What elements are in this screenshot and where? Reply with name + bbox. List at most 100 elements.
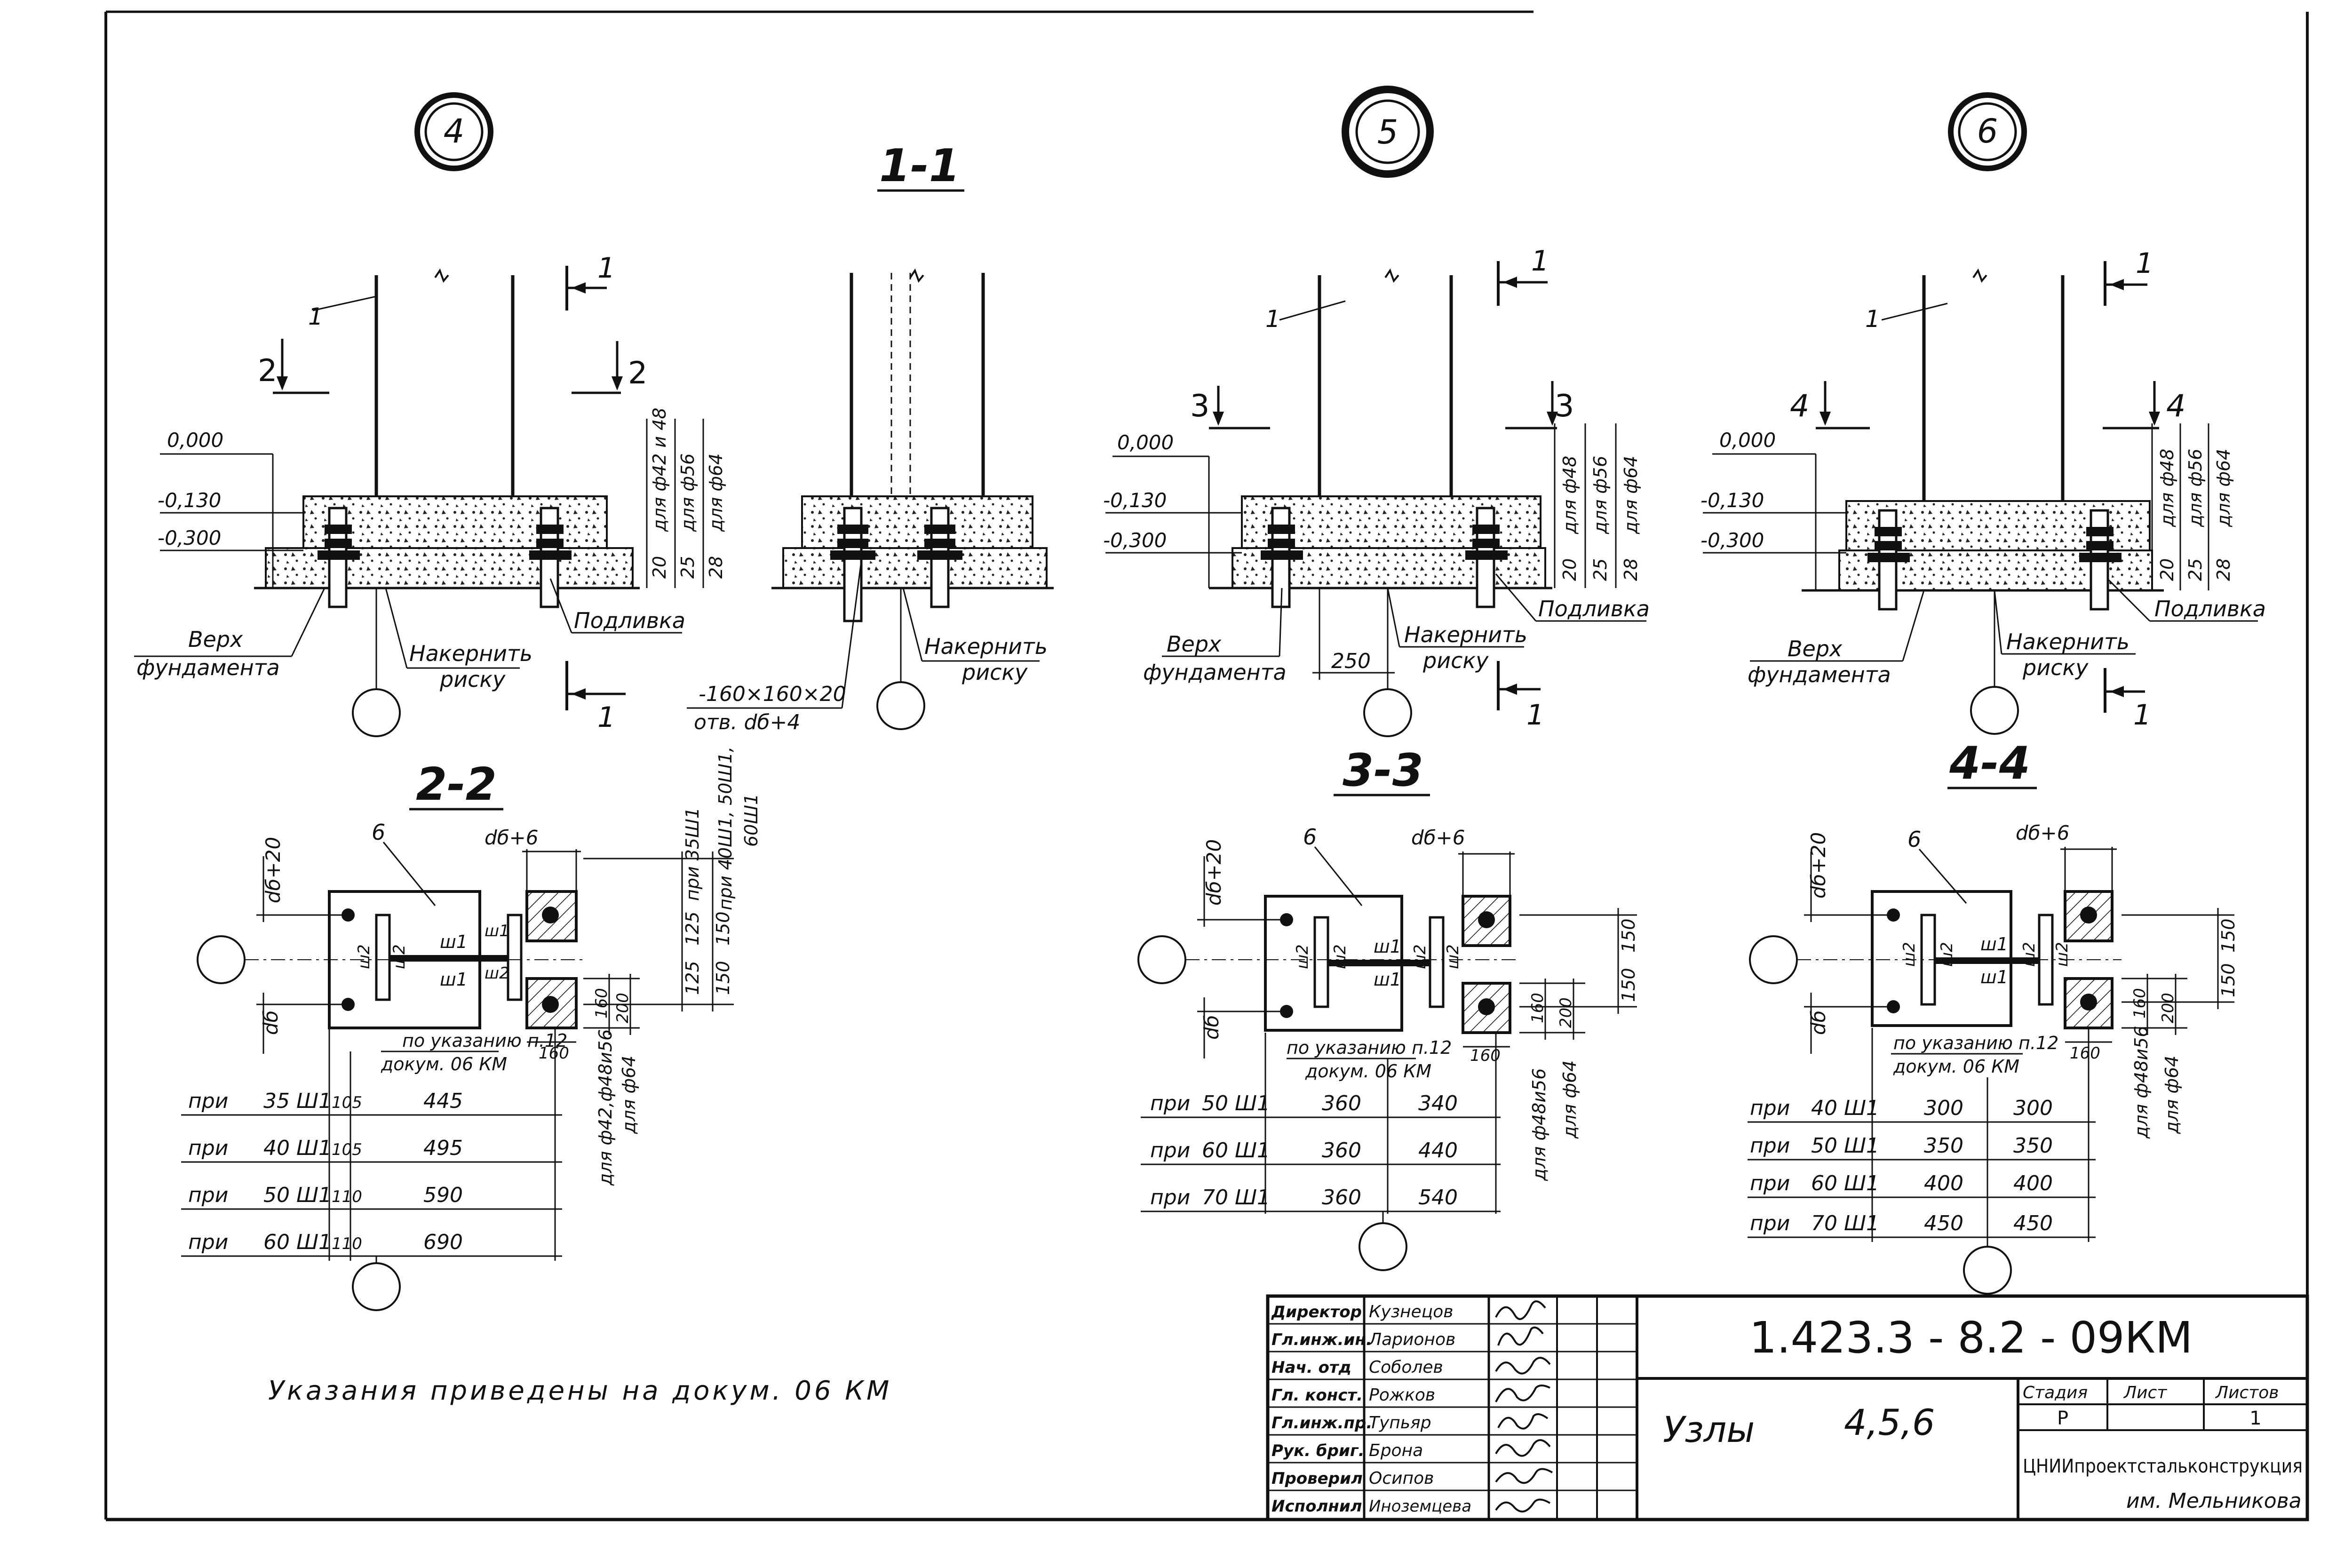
svg-text:Гл.инж.пр.: Гл.инж.пр. [1271, 1414, 1372, 1433]
svg-text:200: 200 [2159, 993, 2177, 1023]
top-of-foundation-label: Верх [188, 627, 243, 652]
svg-text:Директор: Директор [1271, 1303, 1362, 1321]
svg-text:ш1: ш1 [440, 931, 468, 952]
svg-text:при: при [1750, 1171, 1790, 1195]
svg-text:dб+20: dб+20 [1202, 839, 1225, 906]
svg-text:при 35Ш1: при 35Ш1 [682, 807, 703, 901]
section-mark-top: 1 [1497, 245, 1549, 306]
svg-text:для ф56: для ф56 [677, 454, 698, 532]
svg-text:Нач. отд: Нач. отд [1271, 1358, 1351, 1377]
svg-text:для ф48: для ф48 [1559, 456, 1580, 534]
svg-text:350: 350 [1924, 1134, 1963, 1158]
svg-text:0,000: 0,000 [1719, 429, 1776, 452]
svg-text:при: при [188, 1230, 228, 1254]
reference-circle [1137, 935, 1186, 984]
svg-text:150: 150 [713, 911, 733, 946]
svg-text:360: 360 [1322, 1186, 1361, 1210]
sheets-label: Листов [2215, 1383, 2279, 1402]
svg-text:200: 200 [613, 993, 632, 1023]
svg-text:28: 28 [706, 556, 726, 579]
node-6-elevation: 6 1 0,000 -0,130 -0,300 [1700, 92, 2266, 735]
anchor-bolt [2079, 509, 2122, 611]
sheet-title-numbers: 4,5,6 [1844, 1401, 1935, 1443]
svg-text:риску: риску [439, 667, 506, 692]
svg-text:ш1: ш1 [485, 922, 509, 940]
scribe-note: Накернить [409, 641, 532, 666]
cut-mark-left: 3 [1190, 386, 1270, 430]
signature-row: Гл. конст. Рожков [1271, 1385, 1550, 1405]
svg-text:50 Ш1: 50 Ш1 [263, 1183, 332, 1207]
dimension-250: 250 [1312, 588, 1395, 680]
table-row: при 60 Ш1 110 690 [188, 1230, 463, 1254]
svg-text:докум. 06 КМ: докум. 06 КМ [1305, 1061, 1431, 1082]
svg-text:по указанию п.12: по указанию п.12 [402, 1030, 567, 1051]
svg-text:при: при [1150, 1138, 1190, 1162]
table-row: при 50 Ш1 360 340 [1150, 1091, 1458, 1115]
svg-text:125: 125 [682, 961, 703, 995]
svg-text:1: 1 [597, 252, 615, 285]
reference-circle [876, 681, 925, 730]
table-row: при 35 Ш1 105 445 [188, 1089, 463, 1113]
svg-text:25: 25 [677, 556, 698, 579]
svg-text:28: 28 [2213, 558, 2234, 581]
svg-text:отв. dб+4: отв. dб+4 [694, 710, 800, 734]
svg-text:Накернить: Накернить [2006, 629, 2130, 654]
svg-text:Гл.инж.ин.: Гл.инж.ин. [1271, 1330, 1372, 1349]
reference-circle [1970, 686, 2019, 735]
svg-text:для ф64: для ф64 [706, 454, 726, 532]
anchor-bolt [830, 507, 875, 622]
svg-text:5: 5 [1377, 113, 1398, 151]
anchor-bolt [1867, 509, 1910, 611]
svg-text:105: 105 [332, 1140, 362, 1159]
organization-name: ЦНИИпроектстальконструкция [2023, 1456, 2303, 1477]
svg-text:Ларионов: Ларионов [1368, 1330, 1455, 1349]
svg-text:при: при [1150, 1091, 1190, 1115]
svg-text:dб+20: dб+20 [1807, 832, 1830, 899]
section-mark-bottom: 1 [2104, 668, 2151, 732]
svg-text:при 40Ш1, 50Ш1,: при 40Ш1, 50Ш1, [715, 747, 736, 910]
position-label: 1 [308, 303, 323, 330]
svg-text:по указанию п.12: по указанию п.12 [1893, 1033, 2058, 1053]
table-row: при 40 Ш1 300 300 [1750, 1096, 2053, 1120]
svg-text:при: при [1750, 1096, 1790, 1120]
svg-text:400: 400 [2013, 1171, 2053, 1195]
svg-text:Осипов: Осипов [1369, 1469, 1434, 1488]
svg-text:160: 160 [592, 988, 611, 1019]
svg-text:4: 4 [2166, 389, 2185, 424]
svg-text:фундамента: фундамента [136, 655, 280, 680]
svg-text:2: 2 [628, 356, 647, 391]
svg-text:Кузнецов: Кузнецов [1369, 1302, 1453, 1321]
leader-notes: Верх фундамента Накернить риску Подливка [1143, 573, 1650, 737]
dimension-group: для ф48 для ф56 для ф64 20 25 28 [1554, 423, 1641, 588]
svg-text:340: 340 [1418, 1091, 1458, 1115]
svg-text:Рук. бриг.: Рук. бриг. [1271, 1441, 1365, 1460]
svg-text:ш2: ш2 [1331, 944, 1350, 969]
svg-text:Брона: Брона [1369, 1441, 1423, 1460]
reference-circle [352, 1262, 401, 1311]
svg-text:для ф64: для ф64 [1621, 456, 1641, 534]
svg-text:105: 105 [332, 1093, 362, 1112]
node-badge: 4 [414, 92, 493, 171]
svg-text:110: 110 [332, 1187, 362, 1206]
svg-text:ш2: ш2 [355, 944, 373, 969]
section-mark-bottom: 1 [1497, 661, 1544, 732]
signature-row: Рук. бриг. Брона [1271, 1439, 1551, 1460]
svg-text:150: 150 [2218, 963, 2239, 997]
document-code: 1.423.3 - 8.2 - 09КМ [1749, 1313, 2193, 1363]
table-row: при 70 Ш1 360 540 [1150, 1186, 1458, 1210]
svg-text:250: 250 [1331, 649, 1371, 673]
svg-text:6: 6 [1907, 827, 1921, 852]
reference-circle [352, 688, 401, 737]
svg-text:3: 3 [1555, 389, 1574, 424]
stage-label: Стадия [2023, 1383, 2088, 1402]
svg-text:dб: dб [1200, 1015, 1223, 1040]
svg-text:dб+6: dб+6 [1411, 826, 1465, 849]
svg-text:360: 360 [1322, 1138, 1361, 1162]
reference-circle [1359, 1222, 1407, 1271]
signature-row: Нач. отд Соболев [1271, 1357, 1551, 1377]
svg-text:ш1: ш1 [1374, 936, 1401, 957]
table-row: при 50 Ш1 110 590 [188, 1183, 463, 1207]
level-marks: 0,000 -0,130 -0,300 [1103, 431, 1242, 588]
svg-text:докум. 06 КМ: докум. 06 КМ [381, 1054, 507, 1075]
level-marks: 0,000 -0,130 -0,300 [158, 429, 303, 588]
